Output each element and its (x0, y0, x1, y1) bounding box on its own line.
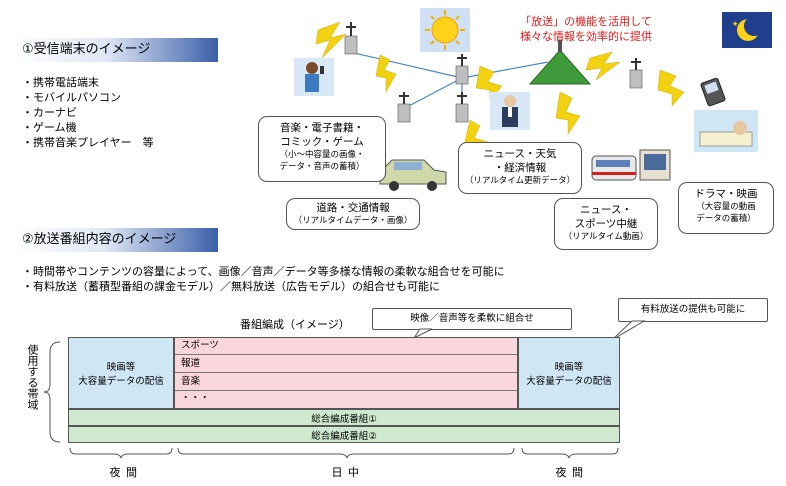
bubble-title: ニュース・ (580, 204, 632, 216)
terminal-list: ・携帯電話端末 ・モバイルパソコン ・カーナビ ・ゲーム機 ・携帯音楽プレイヤー… (22, 75, 154, 150)
lightning-bolt-icon (375, 54, 397, 93)
bubble-title: ・経済情報 (493, 162, 547, 174)
bubble-title: 道路・交通情報 (316, 202, 390, 214)
bubble-title: コミック・ゲーム (280, 136, 364, 148)
block-line: 大容量データの配信 (78, 376, 164, 387)
bubble-title: ドラマ・映画 (694, 188, 758, 200)
bubble-note: データ・音声の蓄積） (279, 162, 365, 172)
phone-user-icon (294, 58, 334, 96)
bubble-note: （小〜中容量の画像・ (279, 150, 365, 160)
block-line: 大容量データの配信 (526, 376, 612, 387)
bubble-title: スポーツ中継 (574, 218, 638, 230)
mobile-device-icon (700, 77, 726, 107)
section1-heading: ①受信端末のイメージ (14, 38, 218, 62)
bubble-news: ニュース・天気 ・経済情報 （リアルタイム更新データ） (458, 142, 582, 194)
terminal-item: ・ゲーム機 (22, 121, 77, 134)
svg-text:★: ★ (732, 20, 738, 28)
bandwidth-bracket (44, 341, 61, 443)
bubble-note: （リアルタイム更新データ） (464, 176, 576, 186)
lightning-bolt-icon (315, 21, 347, 59)
antenna-tower-icon (629, 58, 643, 89)
broadcast-callout: 「放送」の機能を活用して 様々な情報を効率的に提供 (492, 14, 680, 44)
lightning-bolt-icon (555, 91, 581, 135)
sleeping-person-icon (694, 110, 758, 152)
bubble-title: 音楽・電子書籍・ (280, 122, 364, 134)
section2-heading: ②放送番組内容のイメージ (14, 228, 218, 252)
terminal-item: ・携帯電話端末 (22, 76, 99, 89)
broadcast-callout-line: 様々な情報を効率的に提供 (520, 30, 652, 43)
bubble-note: データの蓄積） (696, 214, 756, 224)
section2-bullet: ・有料放送（蓄積型番組の課金モデル）／無料放送（広告モデル）の組合せも可能に (22, 280, 440, 293)
day-row: スポーツ (175, 338, 517, 355)
sun-icon (420, 8, 470, 52)
block-line: 映画等 (554, 362, 584, 373)
bubble-title: ニュース・天気 (483, 148, 557, 160)
bubble-sports: ニュース・ スポーツ中継 （リアルタイム動画） (554, 198, 658, 250)
lightning-bolt-icon (585, 51, 621, 81)
general-program-2: 総合編成番組② (68, 426, 620, 443)
moon-icon: ★ (722, 12, 772, 48)
car-icon (379, 159, 447, 191)
day-row: 音楽 (175, 373, 517, 391)
day-block: スポーツ 報道 音楽 ・・・ (174, 337, 518, 409)
broadcast-callout-line: 「放送」の機能を活用して (520, 15, 652, 28)
antenna-tower-icon (455, 92, 469, 123)
time-label-day: 日中 (331, 466, 365, 479)
callout-flexible: 映像／音声等を柔軟に組合せ (372, 308, 572, 330)
antenna-tower-icon (397, 92, 411, 123)
schedule-title: 番組編成（イメージ） (240, 318, 350, 331)
terminal-item: ・携帯音楽プレイヤー 等 (22, 136, 154, 149)
section2-bullets: ・時間帯やコンテンツの容量によって、画像／音声／データ等多様な情報の柔軟な組合せ… (22, 264, 782, 294)
terminal-item: ・モバイルパソコン (22, 91, 121, 104)
antenna-tower-icon (455, 54, 469, 85)
time-label-night-left: 夜間 (109, 466, 143, 479)
day-row: ・・・ (181, 393, 210, 404)
network-illustration: ★ (294, 8, 772, 191)
bubble-drama: ドラマ・映画 （大容量の動画 データの蓄積） (678, 182, 774, 234)
callout-paid: 有料放送の提供も可能に (618, 298, 768, 322)
bubble-note: （リアルタイムデータ・画像） (293, 216, 413, 226)
antenna-tower-icon (344, 22, 358, 55)
time-label-night-right: 夜間 (555, 466, 589, 479)
night-block-left: 映画等 大容量データの配信 (68, 337, 174, 409)
train-icon (591, 155, 637, 181)
block-line: 映画等 (106, 362, 136, 373)
mountain-transmitter-icon (528, 40, 592, 85)
section2-bullet: ・時間帯やコンテンツの容量によって、画像／音声／データ等多様な情報の柔軟な組合せ… (22, 265, 505, 278)
terminal-item: ・カーナビ (22, 106, 77, 119)
night-block-right: 映画等 大容量データの配信 (518, 337, 620, 409)
businessman-icon (490, 92, 530, 130)
television-icon (639, 149, 671, 181)
bubble-music: 音楽・電子書籍・ コミック・ゲーム （小〜中容量の画像・ データ・音声の蓄積） (258, 116, 386, 182)
lightning-bolt-icon (657, 69, 685, 107)
bandwidth-label: 使用する帯域 (26, 344, 39, 410)
bubble-note: （リアルタイム動画） (563, 232, 649, 242)
general-program-1: 総合編成番組① (68, 409, 620, 426)
bubble-note: （大容量の動画 (696, 202, 756, 212)
bubble-traffic: 道路・交通情報 （リアルタイムデータ・画像） (286, 198, 420, 230)
day-row: 報道 (175, 355, 517, 373)
